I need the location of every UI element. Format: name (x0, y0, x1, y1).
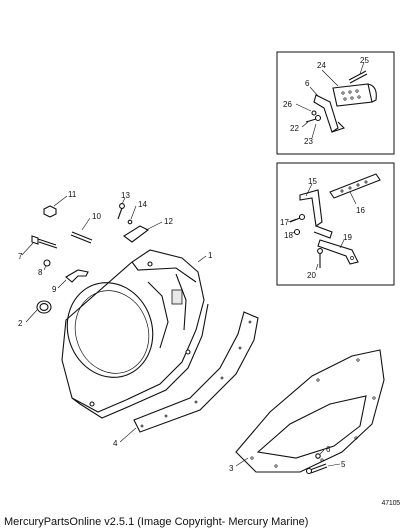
cover-plate (235, 349, 385, 473)
figure-number: 47105 (381, 500, 400, 507)
oil-seal (36, 300, 52, 314)
callout-13: 13 (121, 191, 130, 200)
callout-6-inset: 6 (305, 79, 310, 88)
callout-6: 6 (326, 445, 331, 454)
inset-box-upper (276, 51, 395, 155)
gasket (119, 311, 259, 443)
callout-18: 18 (284, 231, 293, 240)
callout-15: 15 (308, 177, 317, 186)
callout-1: 1 (208, 251, 213, 260)
callout-5: 5 (341, 460, 346, 469)
callout-16: 16 (356, 206, 365, 215)
callout-14: 14 (138, 200, 147, 209)
callout-25: 25 (360, 56, 369, 65)
callout-2: 2 (18, 319, 23, 328)
callout-8: 8 (38, 268, 43, 277)
callout-24: 24 (317, 61, 326, 70)
callout-19: 19 (343, 233, 352, 242)
fasteners-left (21, 195, 207, 323)
callout-12: 12 (164, 217, 173, 226)
callout-11: 11 (68, 190, 77, 199)
inset-box-lower (276, 162, 395, 286)
callout-20: 20 (307, 271, 316, 280)
cover-bolt (305, 449, 341, 475)
callout-10: 10 (92, 212, 101, 221)
callout-17: 17 (280, 218, 289, 227)
copyright-caption: MercuryPartsOnline v2.5.1 (Image Copyrig… (4, 516, 309, 528)
callout-23: 23 (304, 137, 313, 146)
callout-7: 7 (18, 252, 23, 261)
callout-26: 26 (283, 100, 292, 109)
callout-22: 22 (290, 124, 299, 133)
callout-4: 4 (113, 439, 118, 448)
callout-9: 9 (52, 285, 57, 294)
flywheel-housing (61, 249, 209, 419)
callout-labels: 1 2 3 4 5 6 7 8 9 10 11 12 13 14 15 16 1… (18, 56, 369, 473)
callout-3: 3 (229, 464, 234, 473)
